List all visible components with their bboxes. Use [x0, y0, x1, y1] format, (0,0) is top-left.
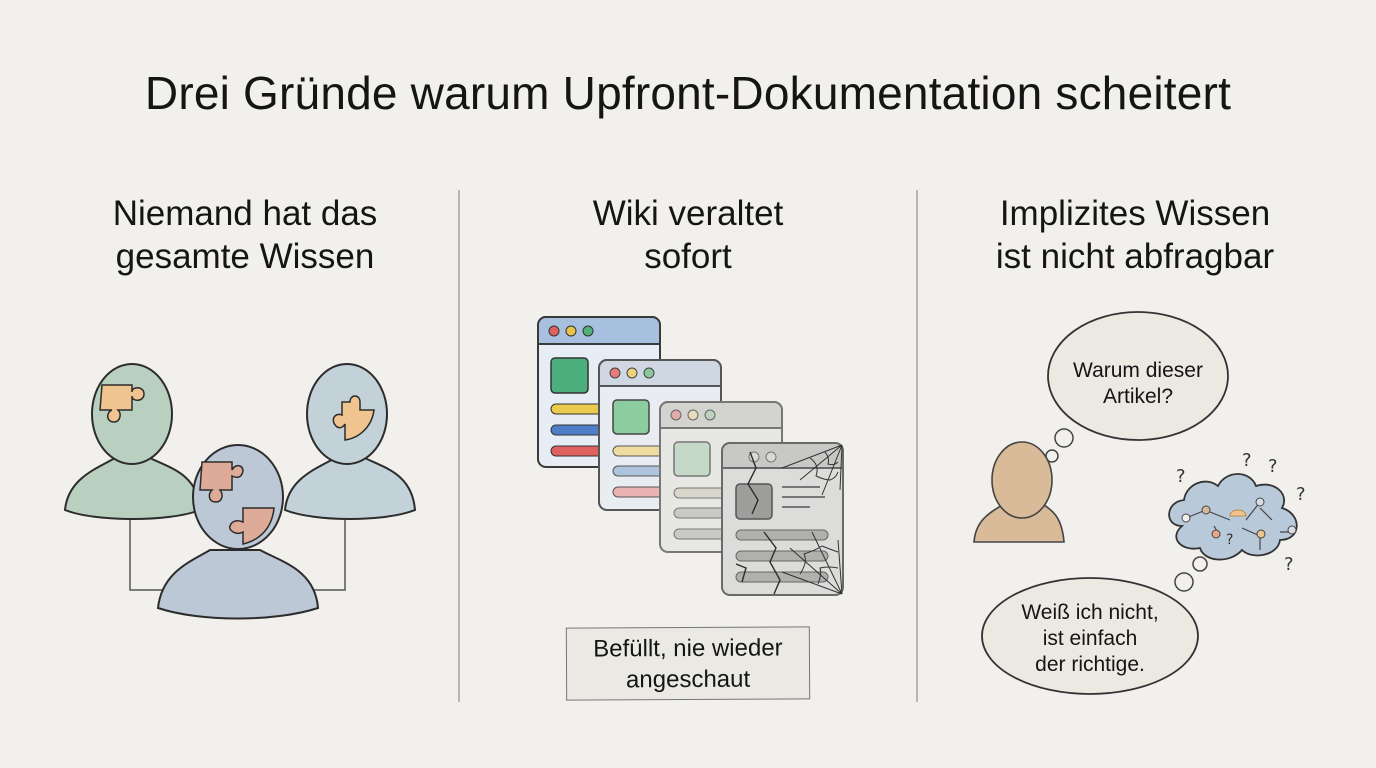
heading-line: Implizites Wissen — [999, 194, 1271, 233]
answer-line: ist einfach — [1042, 627, 1138, 650]
column-heading-3: Implizites Wissen ist nicht abfragbar — [930, 192, 1340, 278]
heading-line: ist nicht abfragbar — [995, 237, 1275, 276]
svg-text:?: ? — [1268, 456, 1278, 477]
svg-text:?: ? — [1226, 532, 1233, 548]
svg-text:?: ? — [1296, 484, 1306, 505]
divider-right — [916, 190, 918, 702]
column-heading-2: Wiki veraltet sofort — [478, 192, 898, 278]
caption-box: Befüllt, nie wieder angeschaut — [565, 626, 811, 701]
answer-line: Weiß ich nicht, — [1021, 601, 1159, 624]
answer-line: der richtige. — [1035, 653, 1145, 676]
three-people-with-puzzle-pieces-icon — [63, 363, 417, 620]
caption-line: angeschaut — [625, 665, 751, 694]
svg-text:?: ? — [1284, 554, 1294, 575]
answer-bubble-shape — [981, 577, 1199, 695]
question-line: Warum dieser — [1073, 359, 1203, 382]
svg-text:?: ? — [1176, 466, 1186, 487]
heading-line: Wiki veraltet — [592, 194, 784, 233]
stacked-browser-windows-fading-with-cobwebs-icon — [537, 316, 844, 596]
person-with-thought-bubbles-icon: ?? ?? ?? — [973, 311, 1306, 695]
divider-left — [458, 190, 460, 702]
page-title: Drei Gründe warum Upfront-Dokumentation … — [144, 67, 1232, 119]
question-bubble-text: Warum dieser Artikel? — [1048, 358, 1228, 410]
heading-line: Niemand hat das — [112, 194, 378, 233]
caption-line: Befüllt, nie wieder — [593, 634, 783, 663]
heading-line: sofort — [644, 237, 732, 276]
heading-line: gesamte Wissen — [115, 237, 375, 276]
question-line: Artikel? — [1102, 385, 1174, 408]
svg-text:?: ? — [1242, 450, 1252, 471]
cloud-shape — [1168, 473, 1298, 561]
answer-bubble-text: Weiß ich nicht, ist einfach der richtige… — [992, 600, 1188, 678]
column-heading-1: Niemand hat das gesamte Wissen — [40, 192, 450, 278]
question-bubble-shape — [1047, 311, 1229, 441]
